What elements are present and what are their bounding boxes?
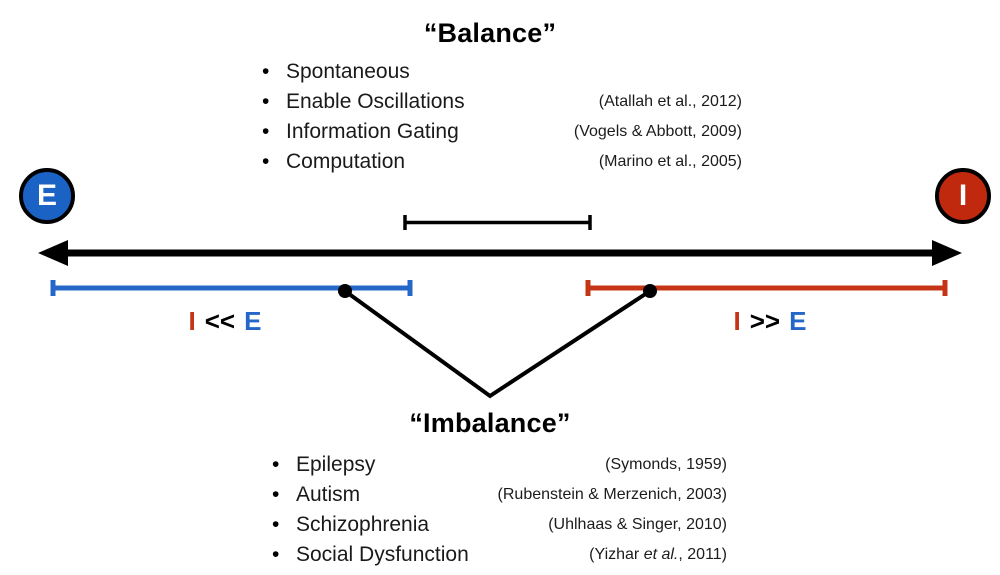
inhibition-node: I xyxy=(935,168,991,224)
bullet-icon: • xyxy=(272,453,280,476)
excitation-node-label: E xyxy=(36,179,57,212)
list-item-citation: (Yizhar et al., 2011) xyxy=(589,546,727,564)
citation-text: (Vogels & Abbott, 2009) xyxy=(573,123,742,140)
main-axis-arrow xyxy=(38,240,962,266)
bullet-icon: • xyxy=(272,543,280,566)
balance-range-bracket xyxy=(403,215,592,230)
list-item-label: Schizophrenia xyxy=(296,513,430,536)
list-item-label: Epilepsy xyxy=(296,453,376,476)
citation-text: (Rubenstein & Merzenich, 2003) xyxy=(497,486,727,503)
imbalance-title: “Imbalance” xyxy=(409,408,571,438)
bullet-icon: • xyxy=(262,120,270,143)
list-item: • Epilepsy (Symonds, 1959) xyxy=(272,450,727,480)
list-item-label: Information Gating xyxy=(286,120,459,143)
high-inhibition-bracket xyxy=(585,280,948,296)
list-item-label: Computation xyxy=(286,150,406,173)
i-much-greater-than-e-label: I >> E xyxy=(695,306,845,337)
balance-list: • Spontaneous • Enable Oscillations (Ata… xyxy=(262,57,742,177)
list-item: • Computation (Marino et al., 2005) xyxy=(262,147,742,177)
citation-text: (Marino et al., 2005) xyxy=(598,153,742,170)
i-symbol: I xyxy=(188,306,196,336)
list-item-citation: (Atallah et al., 2012) xyxy=(599,93,742,111)
list-item: • Autism (Rubenstein & Merzenich, 2003) xyxy=(272,480,727,510)
list-item: • Schizophrenia (Uhlhaas & Singer, 2010) xyxy=(272,510,727,540)
list-item-label: Social Dysfunction xyxy=(296,543,469,566)
citation-text: , 2011) xyxy=(678,546,727,563)
i-much-less-than-e-label: I << E xyxy=(150,306,300,337)
excitation-node: E xyxy=(19,168,75,224)
e-symbol: E xyxy=(789,306,807,336)
low-inhibition-bracket xyxy=(50,280,413,296)
citation-text: (Symonds, 1959) xyxy=(605,456,727,473)
bullet-icon: • xyxy=(272,513,280,536)
right-connector-dot xyxy=(643,284,657,298)
imbalance-connector-lines xyxy=(343,289,652,399)
list-item: • Spontaneous xyxy=(262,57,742,87)
list-item-citation: (Uhlhaas & Singer, 2010) xyxy=(548,516,727,534)
list-item-citation: (Marino et al., 2005) xyxy=(599,153,742,171)
list-item-citation: (Symonds, 1959) xyxy=(605,456,727,474)
i-symbol: I xyxy=(733,306,741,336)
list-item-label: Autism xyxy=(296,483,361,506)
citation-text: (Atallah et al., 2012) xyxy=(598,93,742,110)
imbalance-list: • Epilepsy (Symonds, 1959) • Autism (Rub… xyxy=(272,450,727,570)
list-item-label: Spontaneous xyxy=(286,60,410,83)
right-arrowhead-icon xyxy=(932,240,962,266)
left-arrowhead-icon xyxy=(38,240,68,266)
bullet-icon: • xyxy=(262,60,270,83)
list-item-citation: (Vogels & Abbott, 2009) xyxy=(574,123,742,141)
bullet-icon: • xyxy=(272,483,280,506)
list-item: • Information Gating (Vogels & Abbott, 2… xyxy=(262,117,742,147)
list-item: • Social Dysfunction (Yizhar et al., 201… xyxy=(272,540,727,570)
bullet-icon: • xyxy=(262,90,270,113)
balance-title: “Balance” xyxy=(423,18,557,48)
bullet-icon: • xyxy=(262,150,270,173)
list-item: • Enable Oscillations (Atallah et al., 2… xyxy=(262,87,742,117)
much-less-than-symbol: << xyxy=(204,306,236,336)
list-item-citation: (Rubenstein & Merzenich, 2003) xyxy=(498,486,727,504)
list-item-label: Enable Oscillations xyxy=(286,90,465,113)
e-symbol: E xyxy=(244,306,262,336)
left-connector-dot xyxy=(338,284,352,298)
inhibition-node-label: I xyxy=(958,179,968,212)
citation-text: (Uhlhaas & Singer, 2010) xyxy=(548,516,727,533)
much-greater-than-symbol: >> xyxy=(749,306,781,336)
citation-italic: et al. xyxy=(643,546,679,563)
citation-text: (Yizhar xyxy=(589,546,644,563)
